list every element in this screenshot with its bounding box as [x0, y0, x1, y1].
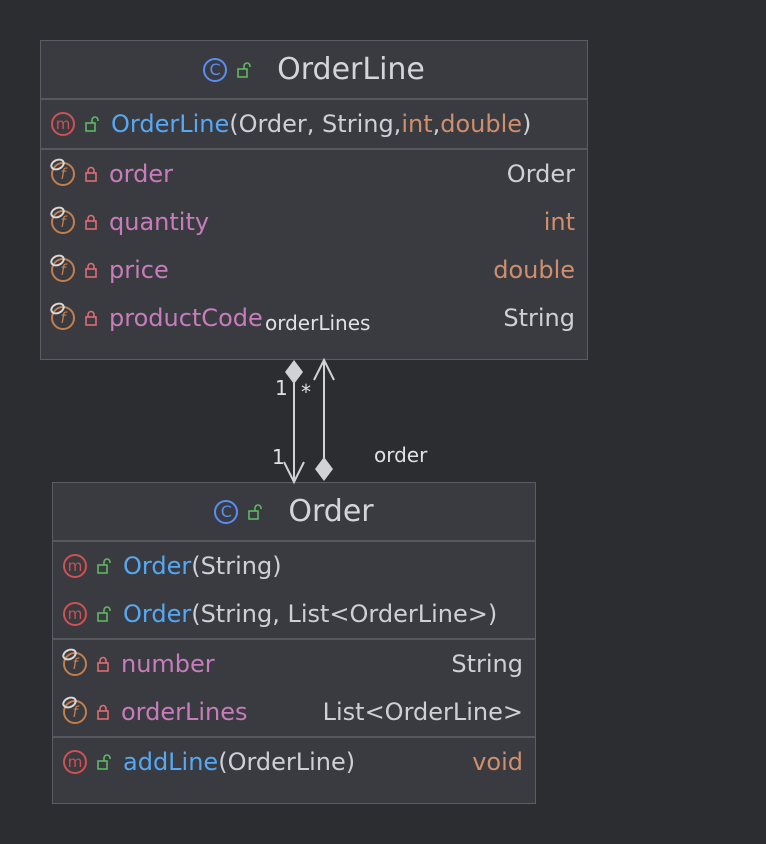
method-name: addLine: [123, 748, 219, 776]
orderline-class[interactable]: C OrderLine m OrderLine(Order, String, i…: [40, 40, 588, 360]
methods-section: m addLine(OrderLine) void: [53, 738, 535, 786]
field-icon: f: [48, 252, 75, 282]
unlock-icon: [85, 116, 99, 132]
class-title: Order: [288, 494, 374, 529]
unlock-icon: [97, 558, 111, 574]
constructor-name: OrderLine: [111, 110, 230, 138]
method-params: (String): [191, 552, 282, 580]
params-close: ): [522, 110, 532, 138]
method-params: (String, List<OrderLine>): [191, 600, 498, 628]
method-params: (OrderLine): [218, 748, 356, 776]
lock-icon: [85, 262, 97, 278]
method-icon: m: [63, 602, 87, 626]
field-name: orderLines: [121, 698, 248, 726]
method-row[interactable]: m addLine(OrderLine) void: [53, 738, 535, 786]
param-keyword: double: [440, 110, 523, 138]
field-name: order: [109, 160, 173, 188]
field-name: quantity: [109, 208, 210, 236]
constructor-section: m OrderLine(Order, String, int, double): [41, 100, 587, 150]
unlock-icon: [237, 61, 251, 78]
field-icon: f: [48, 156, 75, 186]
field-row[interactable]: f price double: [41, 246, 587, 294]
lock-icon: [85, 310, 97, 326]
method-name: Order: [123, 600, 192, 628]
multiplicity-bottom-left: 1: [272, 445, 285, 469]
field-type: List<OrderLine>: [322, 698, 523, 726]
field-name: price: [109, 256, 169, 284]
method-row[interactable]: m Order(String, List<OrderLine>): [53, 590, 535, 638]
field-icon: f: [60, 694, 87, 724]
params-open: (: [229, 110, 239, 138]
method-icon: m: [63, 750, 87, 774]
fields-section: f number String f orderLines List<OrderLine>: [53, 640, 535, 738]
orderline-header[interactable]: C OrderLine: [41, 41, 587, 100]
diamond-marker-bottom: [315, 457, 333, 481]
field-type: Order: [506, 160, 575, 188]
param-keyword: int: [401, 110, 433, 138]
unlock-icon: [97, 754, 111, 770]
field-row[interactable]: f order Order: [41, 150, 587, 198]
field-type: double: [493, 256, 575, 284]
field-row[interactable]: f number String: [53, 640, 535, 688]
multiplicity-top-left: 1: [275, 376, 288, 400]
class-title: OrderLine: [277, 52, 425, 87]
field-icon: f: [60, 646, 87, 676]
field-type: String: [451, 650, 523, 678]
lock-icon: [97, 656, 109, 672]
method-row[interactable]: m Order(String): [53, 542, 535, 590]
params-text: Order, String,: [238, 110, 402, 138]
method-name: Order: [123, 552, 192, 580]
field-row[interactable]: f orderLines List<OrderLine>: [53, 688, 535, 736]
field-type: String: [503, 304, 575, 332]
order-header[interactable]: C Order: [53, 483, 535, 542]
field-name: productCode: [109, 304, 263, 332]
field-icon: f: [48, 300, 75, 330]
field-row[interactable]: f quantity int: [41, 198, 587, 246]
arrowhead-top: [313, 357, 335, 381]
multiplicity-top-right: *: [301, 380, 311, 404]
diamond-marker-top: [285, 360, 303, 384]
field-row[interactable]: f productCode String: [41, 294, 587, 342]
constructor-row[interactable]: m OrderLine(Order, String, int, double): [41, 100, 587, 148]
field-type: int: [543, 208, 575, 236]
role-label-orderlines: orderLines: [265, 311, 371, 335]
field-icon: f: [48, 204, 75, 234]
method-icon: m: [63, 554, 87, 578]
unlock-icon: [97, 606, 111, 622]
class-icon: C: [203, 57, 228, 82]
role-label-order: order: [374, 443, 428, 467]
params-separator: ,: [432, 110, 441, 138]
lock-icon: [85, 166, 97, 182]
field-name: number: [121, 650, 215, 678]
fields-section: f order Order f quantity int f price double f prod…: [41, 150, 587, 342]
return-type: void: [472, 748, 523, 776]
class-icon: C: [214, 499, 239, 524]
arrowhead-bottom: [283, 461, 305, 485]
method-icon: m: [51, 112, 75, 136]
lock-icon: [97, 704, 109, 720]
lock-icon: [85, 214, 97, 230]
unlock-icon: [248, 503, 263, 520]
